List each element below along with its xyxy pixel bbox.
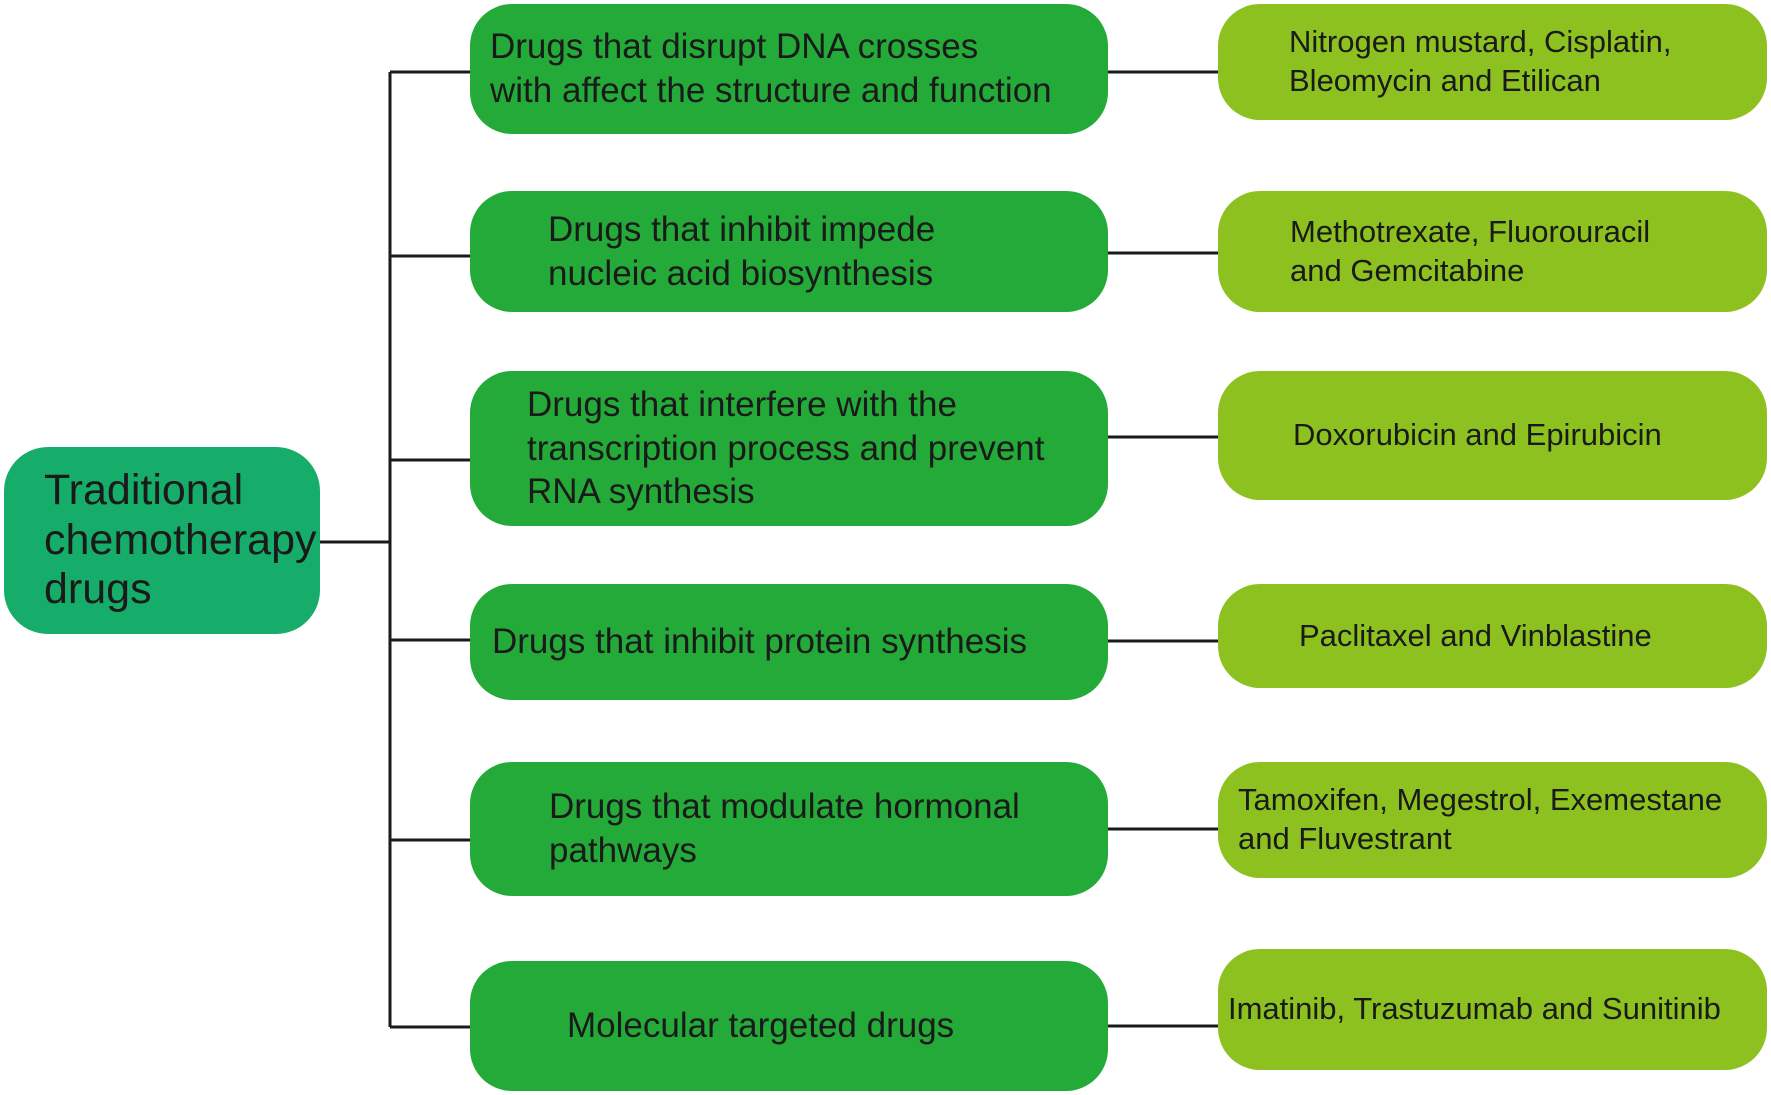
example-label: Paclitaxel and Vinblastine xyxy=(1299,617,1652,653)
category-label: Drugs that modulate hormonal pathways xyxy=(549,787,1020,870)
example-label: Methotrexate, Fluorouracil and Gemcitabi… xyxy=(1290,213,1651,288)
example-label: Tamoxifen, Megestrol, Exemestane and Flu… xyxy=(1238,782,1723,856)
category-label: Drugs that disrupt DNA crosses with affe… xyxy=(490,27,1052,110)
example-node-2: Methotrexate, Fluorouracil and Gemcitabi… xyxy=(1218,191,1767,312)
example-node-1: Nitrogen mustard, Cisplatin, Bleomycin a… xyxy=(1218,4,1767,120)
category-node-4: Drugs that inhibit protein synthesis xyxy=(470,584,1108,700)
category-node-3: Drugs that interfere with the transcript… xyxy=(470,371,1108,526)
category-node-1: Drugs that disrupt DNA crosses with affe… xyxy=(470,4,1108,134)
example-node-5: Tamoxifen, Megestrol, Exemestane and Flu… xyxy=(1218,762,1767,878)
category-node-6: Molecular targeted drugs xyxy=(470,961,1108,1091)
example-node-4: Paclitaxel and Vinblastine xyxy=(1218,584,1767,688)
category-node-5: Drugs that modulate hormonal pathways xyxy=(470,762,1108,896)
category-label: Drugs that inhibit impede nucleic acid b… xyxy=(548,209,936,293)
category-label: Drugs that inhibit protein synthesis xyxy=(492,622,1027,662)
example-node-6: Imatinib, Trastuzumab and Sunitinib xyxy=(1218,949,1767,1070)
example-label: Doxorubicin and Epirubicin xyxy=(1293,417,1662,453)
root-label: Traditional chemotherapy drugs xyxy=(44,465,317,614)
root-node: Traditional chemotherapy drugs xyxy=(4,447,320,634)
example-node-3: Doxorubicin and Epirubicin xyxy=(1218,371,1767,500)
example-label: Imatinib, Trastuzumab and Sunitinib xyxy=(1228,991,1721,1027)
category-label: Drugs that interfere with the transcript… xyxy=(527,384,1045,512)
category-label: Molecular targeted drugs xyxy=(567,1006,955,1046)
example-label: Nitrogen mustard, Cisplatin, Bleomycin a… xyxy=(1289,24,1672,98)
category-node-2: Drugs that inhibit impede nucleic acid b… xyxy=(470,191,1108,312)
